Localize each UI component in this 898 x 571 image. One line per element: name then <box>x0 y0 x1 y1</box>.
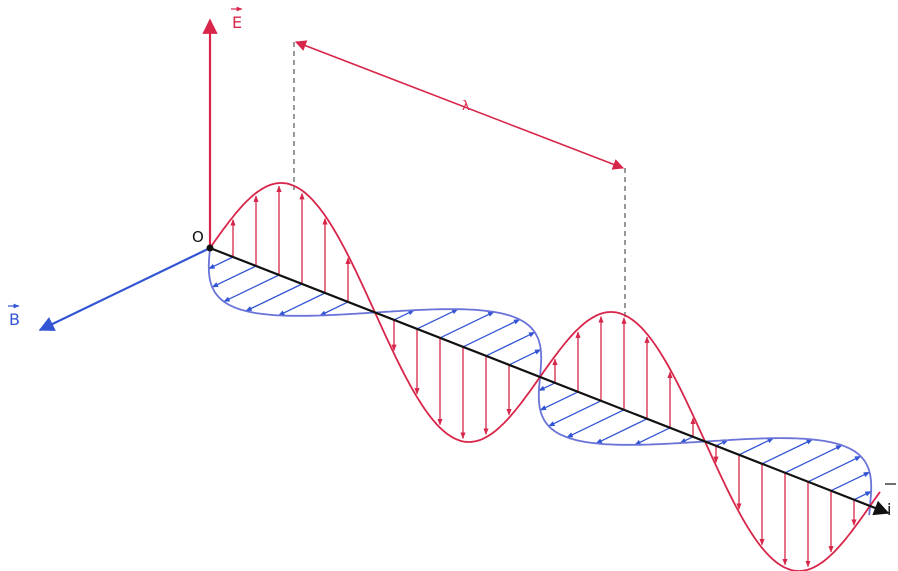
b-field-vector <box>208 256 234 270</box>
b-field-vector <box>738 437 774 456</box>
magnetic-field-vectors <box>208 256 872 501</box>
b-field-vector <box>539 391 579 411</box>
wavelength-arrow <box>294 40 625 170</box>
e-field-label: E <box>231 6 243 32</box>
origin-label: O <box>192 228 204 246</box>
wavelength-label: λ <box>462 99 470 114</box>
electric-field-vectors <box>230 185 857 568</box>
magnetic-wave-curve <box>207 247 873 516</box>
origin-point <box>206 244 214 252</box>
b-field-vector <box>548 400 602 427</box>
b-field-label: B <box>8 303 20 329</box>
b-field-vector <box>595 418 648 444</box>
propagation-axis <box>209 246 890 516</box>
b-field-vector <box>784 444 843 474</box>
b-field-vector <box>462 318 521 348</box>
b-field-vector <box>416 308 459 330</box>
e-field-label-text: E <box>232 13 242 32</box>
b-field-vector <box>761 438 813 465</box>
b-field-vector <box>393 309 415 321</box>
b-field-vector <box>223 274 280 303</box>
b-field-vector <box>634 427 671 446</box>
propagation-label-text: i <box>887 500 891 519</box>
b-field-vector <box>830 471 871 492</box>
b-field-vector <box>853 490 872 501</box>
propagation-label: i <box>885 483 896 519</box>
b-field-vector <box>278 292 326 316</box>
b-field-vector <box>439 311 495 339</box>
b-field-vector <box>485 331 536 357</box>
b-field-vector <box>508 349 542 366</box>
b-field-vector <box>211 265 257 288</box>
b-field-vector <box>679 436 694 444</box>
b-field-vector <box>245 283 303 312</box>
electric-wave-curve <box>209 182 881 571</box>
b-field-axis <box>38 247 211 331</box>
b-field-vector <box>566 409 625 438</box>
b-field-vector <box>538 382 556 392</box>
b-field-vector <box>807 455 862 483</box>
b-field-vector <box>319 301 349 317</box>
b-field-label-text: B <box>9 310 20 329</box>
